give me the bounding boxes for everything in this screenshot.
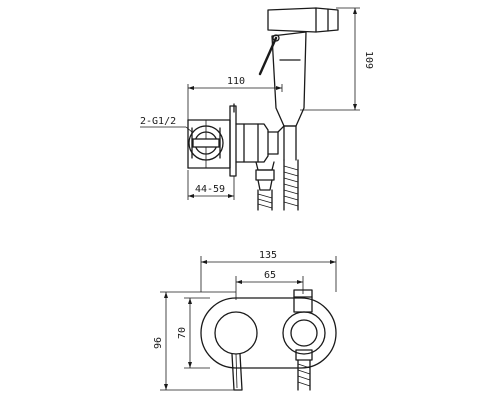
hand-shower (258, 7, 339, 127)
thread-label: 2-G1/2 (140, 116, 176, 127)
hose-left (257, 189, 273, 211)
valve-cartridge (188, 125, 224, 161)
dim-total-width-label: 135 (259, 250, 277, 261)
hose-connector (255, 161, 275, 191)
side-view: 110 109 2-G1/2 (140, 7, 374, 211)
hose-right (283, 159, 299, 211)
cover-plate (200, 297, 337, 369)
dim-center-distance-label: 65 (264, 270, 276, 281)
thread-callout: 2-G1/2 (140, 116, 193, 133)
dim-width-110: 110 (187, 76, 283, 120)
mixer-handle (214, 311, 258, 391)
dim-height-label: 109 (363, 51, 374, 69)
dim-center-distance: 65 (235, 270, 304, 300)
dim-wall-depth-label: 44-59 (195, 184, 225, 195)
dim-total-height: 96 (153, 291, 240, 391)
dim-wall-depth: 44-59 (187, 170, 235, 200)
dim-disc-height-label: 70 (177, 327, 188, 339)
dim-disc-height: 70 (177, 297, 210, 369)
outlet-body (235, 123, 279, 163)
outlet-holder (282, 289, 326, 391)
holder-bracket (277, 125, 297, 161)
dim-total-height-label: 96 (153, 337, 164, 349)
dim-width-label: 110 (227, 76, 245, 87)
front-view: 135 65 96 70 (153, 250, 337, 391)
dim-total-width: 135 (200, 250, 337, 292)
dim-height-109: 109 (300, 7, 374, 111)
